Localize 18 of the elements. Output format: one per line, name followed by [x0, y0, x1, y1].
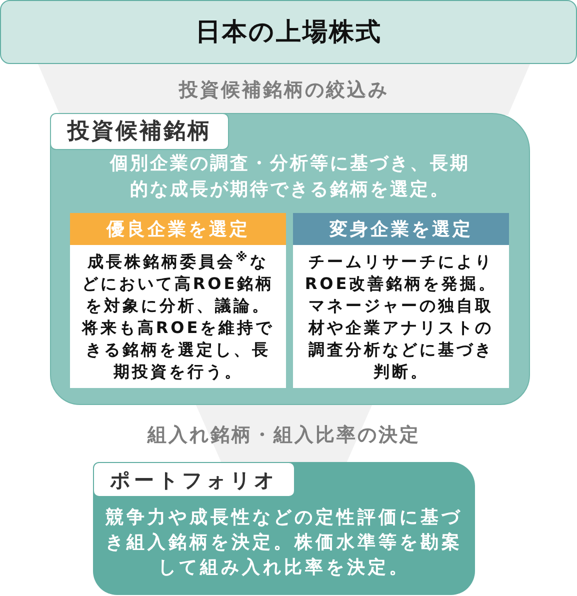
- method-card: [293, 213, 509, 388]
- portfolio-description: 競争力や成長性などの定性評価に基づき組入銘柄を決定。株価水準等を勘案して組み入れ比率を決定。: [104, 506, 464, 580]
- card-header: 変身企業を選定: [293, 213, 509, 245]
- card-description: 成長株銘柄委員会$^{※}$などにおいて高ROE銘柄を対象に分析、議論。将来も高ROEを維持できる銘柄を選定し、長期投資を行う。: [81, 251, 275, 383]
- portfolio-panel: [93, 462, 475, 595]
- edge-label: 投資候補銘柄の絞込み: [179, 78, 389, 102]
- funnel-band: [196, 405, 372, 464]
- funnel-band: [38, 64, 530, 115]
- candidate-panel: [50, 113, 530, 405]
- card-header: 優良企業を選定: [70, 213, 286, 245]
- card-description: チームリサーチによりROE改善銘柄を発掘。マネージャーの独自取材や企業アナリストの調査分析などに基づき判断。: [304, 251, 498, 383]
- panel-description: 個別企業の調査・分析等に基づき、長期的な成長が期待できる銘柄を選定。: [108, 152, 471, 202]
- section-tab: 投資候補銘柄: [50, 113, 229, 150]
- title-banner: [0, 0, 577, 64]
- edge-label: 組入れ銘柄・組入比率の決定: [148, 422, 420, 446]
- method-card: [70, 213, 286, 388]
- banner-title: 日本の上場株式: [195, 16, 382, 48]
- section-tab: ポートフォリオ: [93, 462, 295, 497]
